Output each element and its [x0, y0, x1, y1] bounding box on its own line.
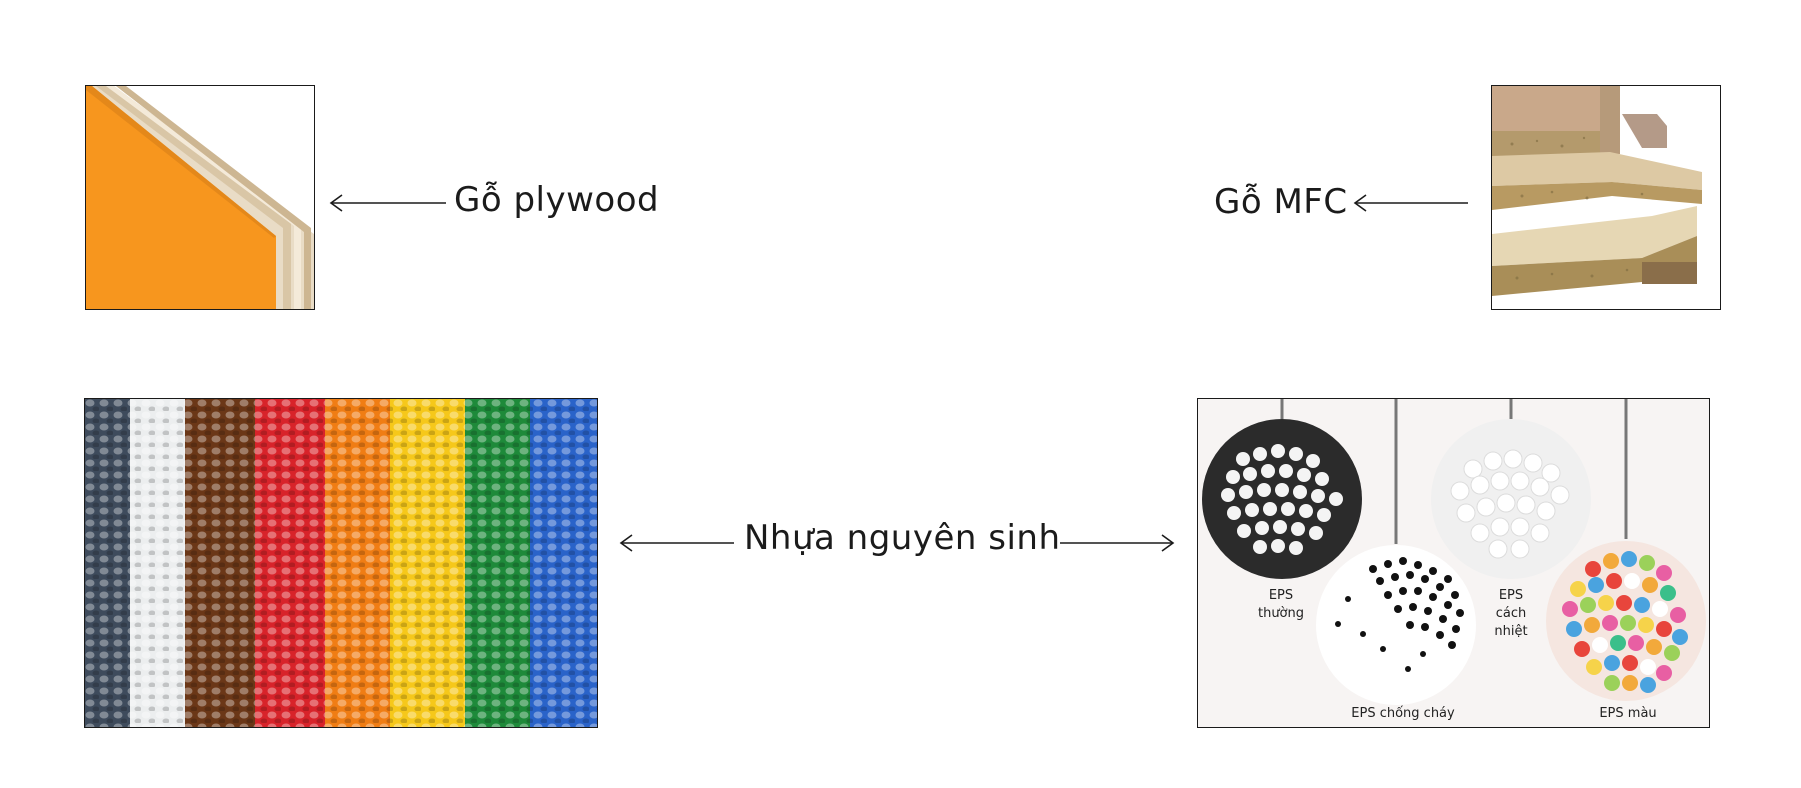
eps-normal-caption-line1: EPS	[1268, 588, 1294, 603]
eps-insulation-caption: EPS cách nhiệt	[1476, 587, 1546, 641]
plastic-label: Nhựa nguyên sinh	[744, 518, 1061, 558]
plywood-image	[85, 85, 315, 310]
eps-normal-caption: EPS thường	[1246, 587, 1316, 623]
plywood-board-icon	[86, 86, 314, 309]
plastic-right-arrow-icon	[1060, 533, 1176, 553]
eps-insulation-caption-line2: cách	[1495, 606, 1527, 621]
eps-insulation-caption-line1: EPS	[1498, 588, 1524, 603]
eps-insulation-caption-line3: nhiệt	[1494, 624, 1528, 639]
mfc-image	[1491, 85, 1721, 310]
eps-fire-caption: EPS chống cháy	[1351, 706, 1455, 721]
eps-beads-image: EPS thường EPS cách nhiệt EPS chống cháy…	[1197, 398, 1710, 728]
mfc-board-icon	[1492, 86, 1720, 309]
plywood-label: Gỗ plywood	[454, 180, 660, 220]
plastic-pellets-icon	[85, 399, 597, 727]
eps-color-caption: EPS màu	[1599, 706, 1657, 721]
plywood-arrow-icon	[328, 193, 446, 213]
mfc-label: Gỗ MFC	[1214, 182, 1348, 222]
plastic-pellets-image	[84, 398, 598, 728]
eps-beads-icon	[1202, 399, 1706, 705]
plastic-left-arrow-icon	[618, 533, 734, 553]
mfc-arrow-icon	[1352, 193, 1468, 213]
eps-normal-caption-line2: thường	[1257, 606, 1305, 621]
